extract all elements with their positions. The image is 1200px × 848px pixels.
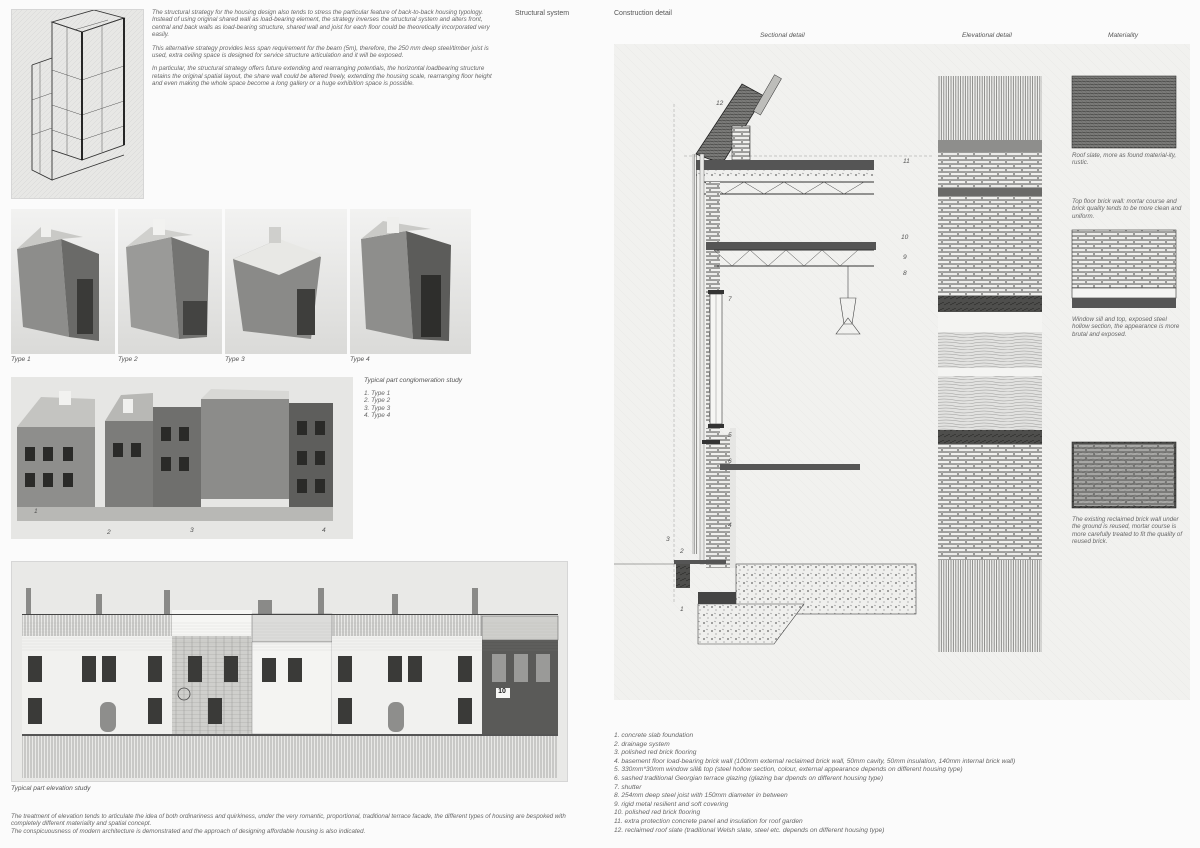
materiality-note-roof: Roof slate, more as found material-ity, … [1072,152,1177,167]
door-number: 10 [498,688,506,695]
list-item: 1. concrete slab foundation [614,732,694,739]
materiality-note-reclaimed: The existing reclaimed brick wall under … [1072,516,1183,546]
elevation-drawing [11,561,568,782]
construction-detail-heading: Construction detail [614,10,672,17]
type-3-label: Type 3 [225,356,245,363]
structural-axonometric-drawing [11,9,144,199]
structural-paragraph-2: This alternative strategy provides less … [152,44,489,60]
sectional-detail-header: Sectional detail [760,32,805,39]
section-mark-1: 1 [680,606,684,613]
section-mark-8: 8 [903,270,907,277]
structural-text: The structural strategy for the housing … [152,9,502,88]
elevation-paragraph-1: The treatment of elevation tends to arti… [11,813,566,828]
list-item: 8. 254mm deep steel joist with 150mm dia… [614,792,788,800]
photo-mark-4: 4 [322,527,326,534]
elevation-paragraph-2: The conspicuousness of modern architectu… [11,827,366,835]
conglomeration-list: 1. Type 1 2. Type 2 3. Type 3 4. Type 4 [364,390,462,419]
structural-paragraph-3: In particular, the structural strategy o… [152,65,492,88]
list-item: 11. extra protection concrete panel and … [614,817,803,825]
type-1-label: Type 1 [11,356,31,363]
section-mark-11: 11 [903,158,910,165]
list-item: 4. Type 4 [364,411,391,419]
list-item: 3. polished red brick flooring [614,749,697,757]
construction-legend: 1. concrete slab foundation 2. drainage … [614,732,1015,835]
materiality-note-top-floor: Top floor brick wall: mortar course and … [1072,198,1182,220]
type-2-label: Type 2 [118,356,138,363]
section-mark-2: 2 [680,548,684,555]
section-mark-6: 6 [728,458,732,465]
elevational-detail-header: Elevational detail [962,32,1012,39]
construction-drawing-sheet [614,44,1190,700]
conglomeration-title: Typical part conglomeration study [364,377,463,384]
materiality-header: Materiality [1108,32,1139,39]
photo-mark-1: 1 [34,508,38,515]
list-item: 9. rigid metal resilient and soft coveri… [614,800,729,808]
section-mark-7: 7 [728,296,732,303]
section-mark-4: 4 [728,522,732,529]
list-item: 6. sashed traditional Georgian terrace g… [614,774,884,782]
list-item: 2. drainage system [614,740,670,748]
list-item: 1. Type 1 [364,390,391,397]
list-item: 5. 330mm*30mm window sill& top (steel ho… [614,766,963,774]
type-photos-row [11,209,471,354]
structural-paragraph-1: The structural strategy for the housing … [152,9,490,39]
elevation-caption: Typical part elevation study [11,785,91,792]
list-item: 3. Type 3 [364,404,391,412]
materiality-note-window: Window sill and top, exposed steel hollo… [1072,316,1180,338]
list-item: 12. reclaimed roof slate (traditional We… [614,826,885,834]
list-item: 7. shutter [614,783,642,791]
section-mark-9: 9 [903,254,907,261]
structural-system-heading: Structural system [515,10,570,17]
type-4-label: Type 4 [350,356,370,363]
section-mark-10: 10 [901,234,909,241]
section-mark-3: 3 [666,536,670,543]
elevation-description: The treatment of elevation tends to arti… [11,813,571,835]
list-item: 2. Type 2 [364,397,391,405]
conglomeration-caption: Typical part conglomeration study 1. Typ… [364,377,462,419]
photo-mark-3: 3 [190,527,194,534]
photo-mark-2: 2 [107,529,111,536]
list-item: 10. polished red brick flooring [614,809,701,817]
conglomeration-photo [11,377,353,539]
section-mark-5: 5 [728,432,732,439]
list-item: 4. basement floor load-bearing brick wal… [614,757,1016,765]
section-mark-12: 12 [716,100,724,107]
